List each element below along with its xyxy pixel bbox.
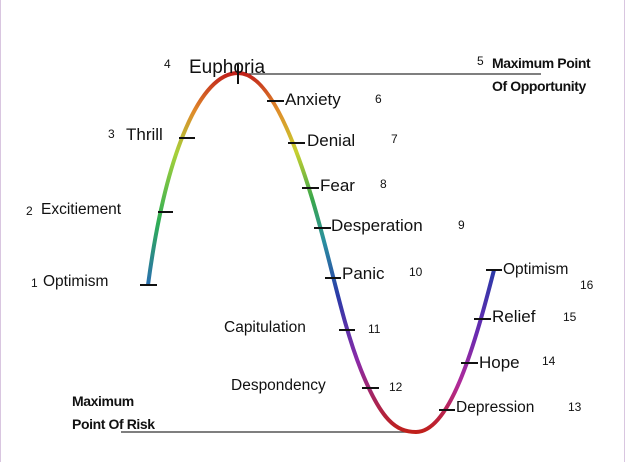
stage-number: 15 <box>563 310 577 324</box>
stage-label-fear: Fear <box>320 176 355 195</box>
stage-label-despondency: Despondency <box>231 377 326 394</box>
stage-label-hope: Hope <box>479 353 520 372</box>
stage-label-excitement: Excitiement <box>41 201 122 218</box>
stage-label-denial: Denial <box>307 131 356 150</box>
stage-number: 9 <box>458 218 465 232</box>
stage-number: 10 <box>409 265 423 279</box>
falling-curve <box>237 71 417 434</box>
stage-number: 11 <box>368 322 381 336</box>
stage-number: 2 <box>26 204 33 218</box>
max-opportunity-label-line2: Of Opportunity <box>492 78 586 94</box>
stage-number: 1 <box>31 276 38 290</box>
stage-number: 3 <box>108 127 115 141</box>
stage-label-desperation: Desperation <box>331 216 423 235</box>
recovery-curve <box>415 269 496 434</box>
stage-label-capitulation: Capitulation <box>224 319 306 336</box>
stage-label-optimism-2: Optimism <box>503 261 569 278</box>
stage-label-euphoria: Euphoria <box>189 57 266 78</box>
stage-number: 13 <box>568 400 582 414</box>
stage-number: 14 <box>542 354 556 368</box>
stage-label-panic: Panic <box>342 264 385 283</box>
stage-number: 16 <box>580 278 594 292</box>
stage-ticks <box>140 64 502 411</box>
stage-number: 8 <box>380 177 387 191</box>
stage-label-thrill: Thrill <box>126 125 163 144</box>
max-risk-label-line2: Point Of Risk <box>72 416 155 432</box>
stage-number: 5 <box>477 54 484 68</box>
stage-number: 6 <box>375 92 382 106</box>
max-opportunity-label-line1: Maximum Point <box>492 55 591 71</box>
max-risk-label-line1: Maximum <box>72 393 134 409</box>
stage-label-relief: Relief <box>492 307 536 326</box>
stage-label-optimism: Optimism <box>43 273 109 290</box>
rising-curve <box>146 71 239 286</box>
stage-number: 4 <box>164 57 171 71</box>
stage-label-anxiety: Anxiety <box>285 90 341 109</box>
stage-number: 12 <box>389 380 403 394</box>
stage-label-depression: Depression <box>456 399 535 416</box>
stage-number: 7 <box>391 132 398 146</box>
